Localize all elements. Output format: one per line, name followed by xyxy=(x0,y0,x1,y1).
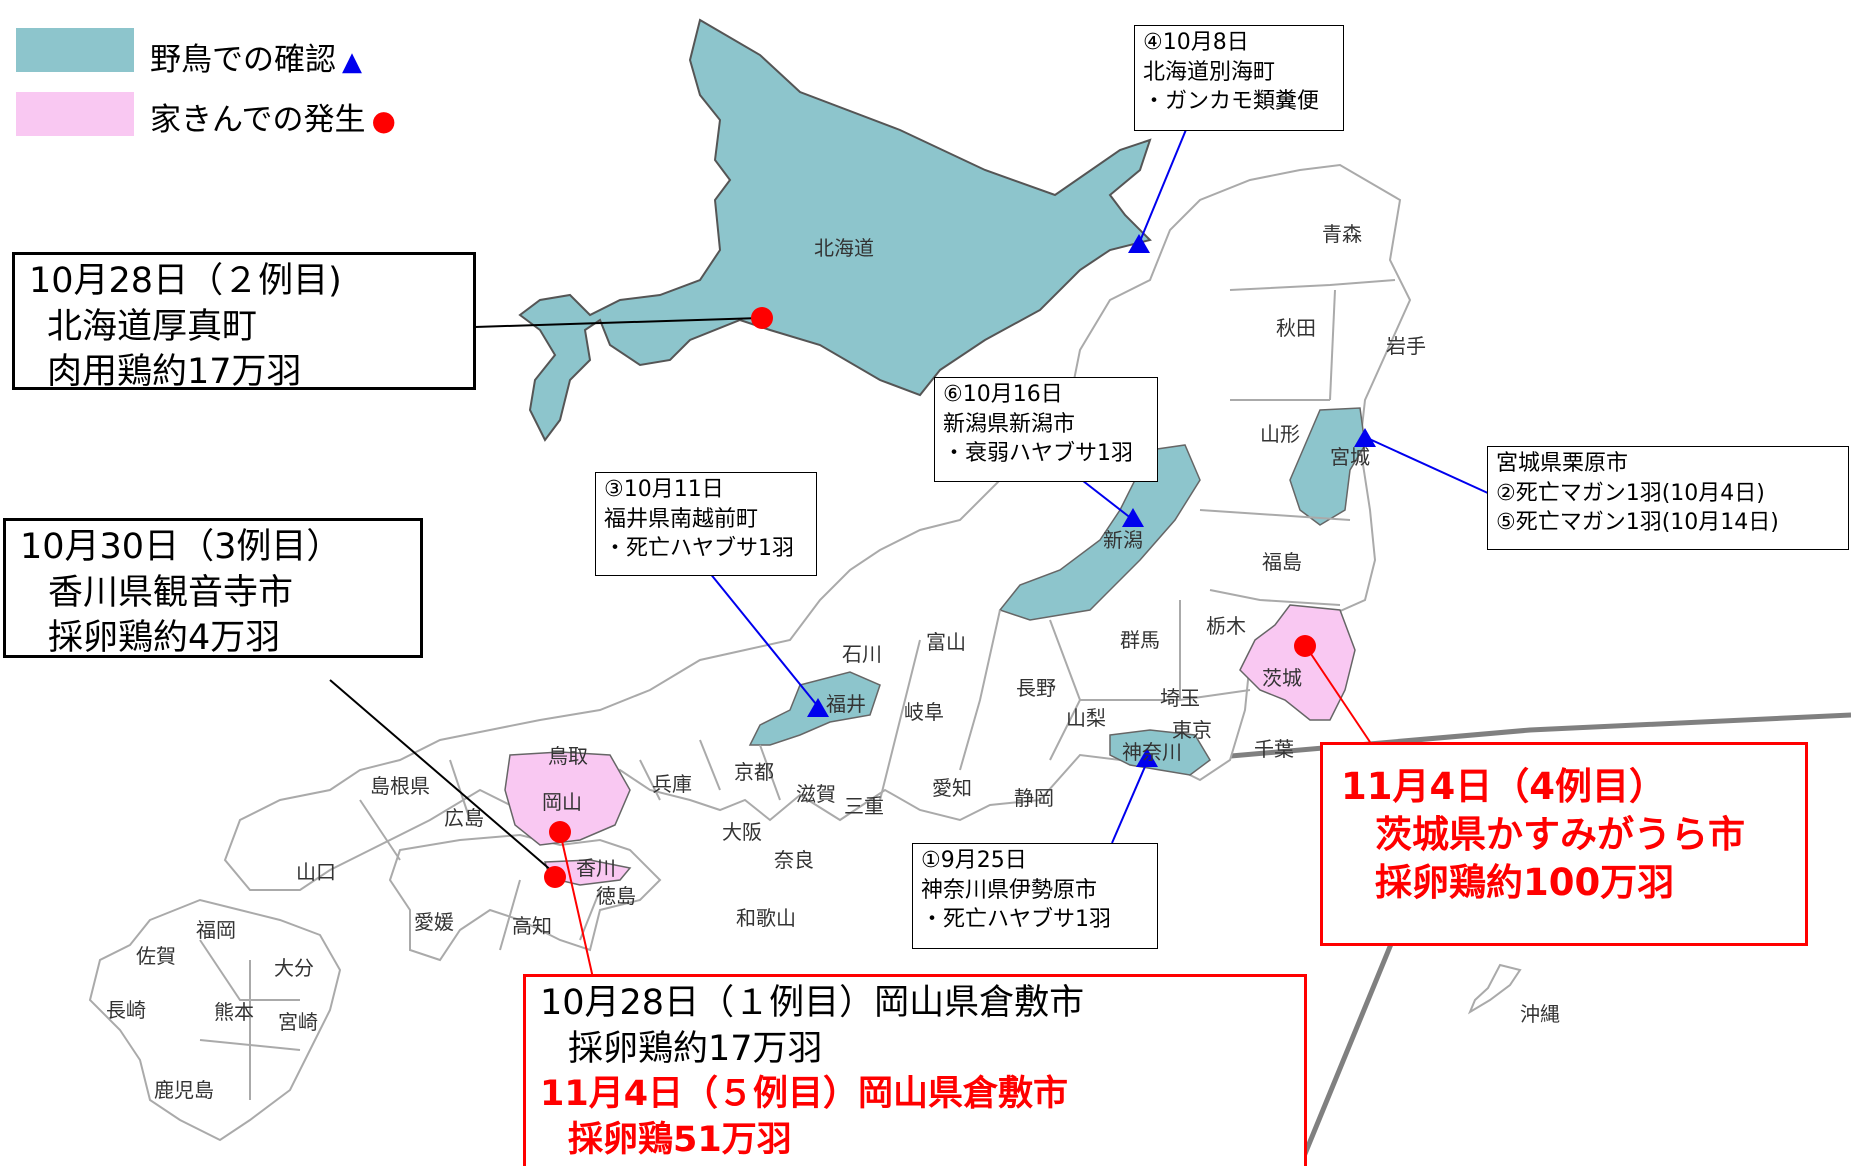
pref-label-hokkaido: 北海道 xyxy=(814,236,874,260)
legend-label-poultry: 家きんでの発生● xyxy=(150,102,396,138)
wild-bird-marker-3 xyxy=(807,698,829,717)
pref-label-saga: 佐賀 xyxy=(136,944,176,968)
pref-label-niigata: 新潟 xyxy=(1103,528,1143,552)
pref-label-saitama: 埼玉 xyxy=(1160,686,1200,710)
callout-wild-2-5: 宮城県栗原市 ②死亡マガン1羽(10月4日) ⑤死亡マガン1羽(10月14日) xyxy=(1487,446,1849,550)
connector-okayama-cases xyxy=(559,831,594,979)
pref-label-fukui: 福井 xyxy=(826,692,866,716)
wild-bird-marker-1 xyxy=(1136,748,1158,767)
pref-label-kyoto: 京都 xyxy=(734,760,774,784)
ibaraki-region xyxy=(1239,604,1356,721)
pref-label-toyama: 富山 xyxy=(926,630,966,654)
pref-label-yamanashi: 山梨 xyxy=(1066,706,1106,730)
pref-label-hiroshima: 広島 xyxy=(444,806,484,830)
okinawa-inset-frame-diagonal xyxy=(1297,909,1408,1166)
okinawa-inset-frame xyxy=(1184,712,1851,763)
pref-label-kochi: 高知 xyxy=(512,914,552,938)
markers xyxy=(544,234,1376,888)
legend-label-wild-bird: 野鳥での確認▲ xyxy=(150,42,362,78)
wild-bird-marker-4 xyxy=(1128,234,1150,253)
legend-swatch-poultry xyxy=(16,92,134,136)
pref-label-kanagawa: 神奈川 xyxy=(1122,740,1182,764)
pref-label-nagasaki: 長崎 xyxy=(106,998,146,1022)
pref-label-kumamoto: 熊本 xyxy=(214,1000,254,1024)
pref-label-osaka: 大阪 xyxy=(722,820,762,844)
pref-label-okinawa: 沖縄 xyxy=(1520,1002,1560,1026)
kyushu-land xyxy=(88,898,342,1142)
callout-wild-3: ③10月11日 福井県南越前町 ・死亡ハヤブサ1羽 xyxy=(595,472,817,576)
pref-label-iwate: 岩手 xyxy=(1386,334,1426,358)
wild-bird-symbol: ▲ xyxy=(342,47,362,77)
callout-wild-4: ④10月8日 北海道別海町 ・ガンカモ類糞便 xyxy=(1134,25,1344,131)
pref-label-shizuoka: 静岡 xyxy=(1014,786,1054,810)
pref-label-yamagata: 山形 xyxy=(1260,422,1300,446)
okayama-region xyxy=(504,751,631,846)
poultry-marker-okayama xyxy=(549,821,571,843)
pref-label-kagawa: 香川 xyxy=(576,856,616,880)
poultry-symbol: ● xyxy=(371,104,396,137)
pref-label-okayama: 岡山 xyxy=(542,790,582,814)
pref-label-fukuoka: 福岡 xyxy=(196,918,236,942)
pref-label-wakayama: 和歌山 xyxy=(736,906,796,930)
connector-wild-1 xyxy=(1111,761,1148,844)
pref-label-chiba: 千葉 xyxy=(1254,737,1294,761)
connector-wild-6 xyxy=(1077,476,1133,520)
miyagi-region xyxy=(1289,407,1366,526)
poultry-marker-hokkaido xyxy=(751,307,773,329)
pref-label-aichi: 愛知 xyxy=(932,776,972,800)
pref-label-miyagi: 宮城 xyxy=(1330,445,1370,469)
pref-label-tottori: 鳥取 xyxy=(548,744,588,768)
pref-label-aomori: 青森 xyxy=(1322,222,1362,246)
kanagawa-region xyxy=(1109,729,1211,776)
hokkaido-region xyxy=(518,18,1152,442)
pref-label-hyogo: 兵庫 xyxy=(652,772,692,796)
pref-label-shimane: 島根県 xyxy=(370,774,430,798)
pref-label-nara: 奈良 xyxy=(774,848,814,872)
pref-label-ibaraki: 茨城 xyxy=(1262,666,1302,690)
connector-wild-4 xyxy=(1137,119,1191,247)
wild-bird-marker-2-5 xyxy=(1354,428,1376,447)
pref-label-tokushima: 徳島 xyxy=(596,884,636,908)
honshu-land xyxy=(223,163,1412,891)
okinawa-land xyxy=(1467,963,1522,1015)
pref-label-tochigi: 栃木 xyxy=(1206,614,1246,638)
callout-wild-6: ⑥10月16日 新潟県新潟市 ・衰弱ハヤブサ1羽 xyxy=(934,377,1158,482)
callout-kagawa-case3: 10月30日（3例目） 香川県観音寺市 採卵鶏約4万羽 xyxy=(3,518,423,658)
pref-label-miyazaki: 宮崎 xyxy=(278,1010,318,1034)
callout-okayama-cases: 10月28日（１例目）岡山県倉敷市 採卵鶏約17万羽 11月4日（５例目）岡山県… xyxy=(523,974,1307,1166)
connector-ibaraki-case4 xyxy=(1306,647,1371,743)
callout-ibaraki-case4: 11月4日（4例目） 茨城県かすみがうら市 採卵鶏約100万羽 xyxy=(1320,742,1808,946)
pref-label-shiga: 滋賀 xyxy=(796,782,836,806)
pref-label-oita: 大分 xyxy=(274,956,314,980)
pref-label-ehime: 愛媛 xyxy=(414,910,454,934)
pref-label-nagano: 長野 xyxy=(1016,676,1056,700)
pref-label-yamaguchi: 山口 xyxy=(296,860,336,884)
pref-label-ishikawa: 石川 xyxy=(842,642,882,666)
callout-hokkaido-case2: 10月28日（２例目) 北海道厚真町 肉用鶏約17万羽 xyxy=(12,252,476,392)
pref-label-kagoshima: 鹿児島 xyxy=(154,1078,214,1102)
pref-label-mie: 三重 xyxy=(844,794,884,818)
wild-bird-marker-6 xyxy=(1122,508,1144,527)
connector-lines xyxy=(329,119,1491,979)
callout-wild-1: ①9月25日 神奈川県伊勢原市 ・死亡ハヤブサ1羽 xyxy=(912,843,1158,949)
poultry-marker-kagawa xyxy=(544,866,566,888)
legend-swatch-wild-bird xyxy=(16,28,134,72)
connector-kagawa-case3 xyxy=(329,679,561,879)
niigata-region xyxy=(998,444,1201,621)
connector-hokkaido-case2 xyxy=(474,317,761,328)
pref-label-gunma: 群馬 xyxy=(1120,628,1160,652)
pref-label-akita: 秋田 xyxy=(1276,316,1316,340)
connector-wild-2-5 xyxy=(1364,436,1491,495)
pref-label-tokyo: 東京 xyxy=(1172,718,1212,742)
poultry-marker-ibaraki xyxy=(1294,635,1316,657)
pref-label-gifu: 岐阜 xyxy=(904,700,944,724)
pref-label-fukushima: 福島 xyxy=(1262,550,1302,574)
connector-wild-3 xyxy=(704,566,821,710)
